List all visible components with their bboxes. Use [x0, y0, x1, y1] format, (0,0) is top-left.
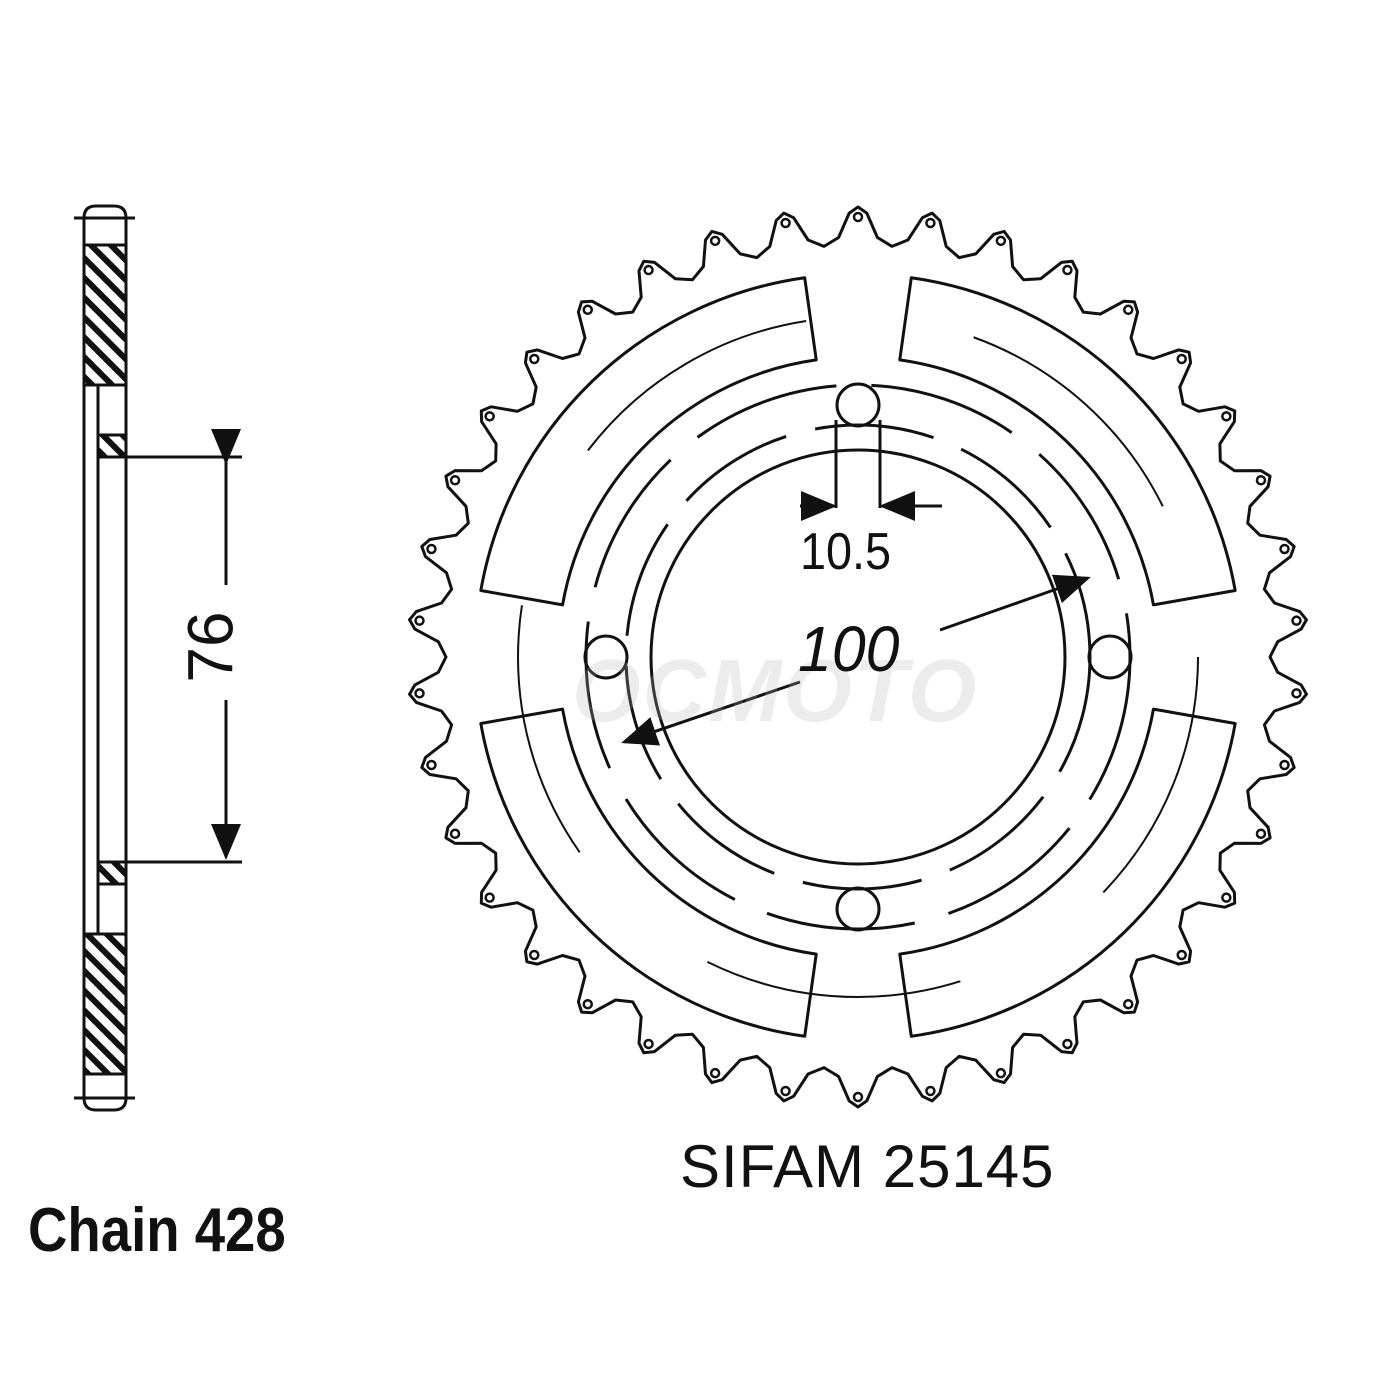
tooth-tip-mark — [780, 217, 791, 229]
tooth-tip-mark — [449, 828, 461, 839]
sprocket-face — [408, 205, 1308, 1109]
tooth-tip-mark — [1176, 353, 1187, 365]
tooth-tip-mark — [1062, 1038, 1073, 1050]
tooth-tip-mark — [1123, 998, 1134, 1010]
tooth-tip-mark — [643, 264, 654, 276]
chain-label: Chain 428 — [28, 1196, 286, 1265]
tooth-tip-mark — [1123, 304, 1134, 316]
tooth-tip-mark — [484, 411, 495, 422]
tooth-tip-mark — [414, 688, 425, 699]
tooth-tip-mark — [449, 475, 461, 486]
tooth-tip-mark — [1291, 688, 1302, 699]
bolt-hole — [1087, 634, 1133, 680]
tooth-tip-mark — [1221, 411, 1232, 422]
hatched-section-hub-top — [96, 433, 128, 459]
tooth-tip-mark — [1279, 759, 1290, 771]
tooth-tip-mark — [1291, 615, 1302, 626]
tooth-tip-mark — [1255, 475, 1267, 486]
lightening-window — [479, 707, 818, 1038]
dimension-76-label: 76 — [174, 611, 247, 683]
tooth-tip-mark — [1062, 264, 1073, 276]
lightening-window — [898, 707, 1237, 1038]
tooth-tip-mark — [1176, 949, 1187, 961]
tooth-tip-mark — [582, 998, 593, 1010]
bolt-hole — [835, 886, 881, 932]
tooth-tip-mark — [995, 235, 1007, 247]
hatched-section-hub-bottom — [96, 860, 128, 886]
tooth-tip-mark — [852, 211, 864, 223]
part-number-label: SIFAM 25145 — [680, 1133, 1055, 1200]
tooth-tip-mark — [1279, 543, 1290, 555]
tooth-tip-mark — [414, 615, 425, 626]
tooth-tip-mark — [426, 543, 437, 555]
tooth-tip-mark — [925, 217, 936, 229]
tooth-tip-mark — [529, 353, 540, 365]
tooth-tip-mark — [995, 1067, 1007, 1079]
bolt-circle-arrow-left — [621, 680, 801, 746]
hub-bore-circle — [649, 448, 1067, 866]
lightening-window — [479, 276, 818, 607]
tooth-tip-mark — [1255, 828, 1267, 839]
tooth-tip-mark — [709, 235, 721, 247]
tooth-tip-mark — [426, 759, 437, 771]
tooth-tip-mark — [582, 304, 593, 316]
sprocket-teeth-outline — [408, 205, 1308, 1109]
tooth-tip-mark — [709, 1067, 721, 1079]
hatched-section-top — [82, 243, 128, 387]
tooth-tip-mark — [1221, 892, 1232, 903]
tooth-tip-mark — [780, 1085, 791, 1097]
dimension-slot-width-label: 10.5 — [800, 523, 892, 581]
tooth-tip-mark — [643, 1038, 654, 1050]
bolt-hole — [583, 634, 629, 680]
watermark: OCMOTO — [572, 641, 979, 740]
web-circle — [517, 316, 1199, 998]
tooth-tip-mark — [529, 949, 540, 961]
hatched-section-bottom — [82, 932, 128, 1076]
tooth-tip-mark — [852, 1091, 864, 1103]
lightening-window — [898, 276, 1237, 607]
tooth-tip-mark — [484, 892, 495, 903]
tooth-tip-mark — [925, 1085, 936, 1097]
bolt-circle-arrow-right — [939, 574, 1091, 632]
dimension-bolt-circle-label: 100 — [798, 613, 900, 685]
side-view — [74, 204, 242, 1112]
bolt-hole — [835, 382, 881, 428]
